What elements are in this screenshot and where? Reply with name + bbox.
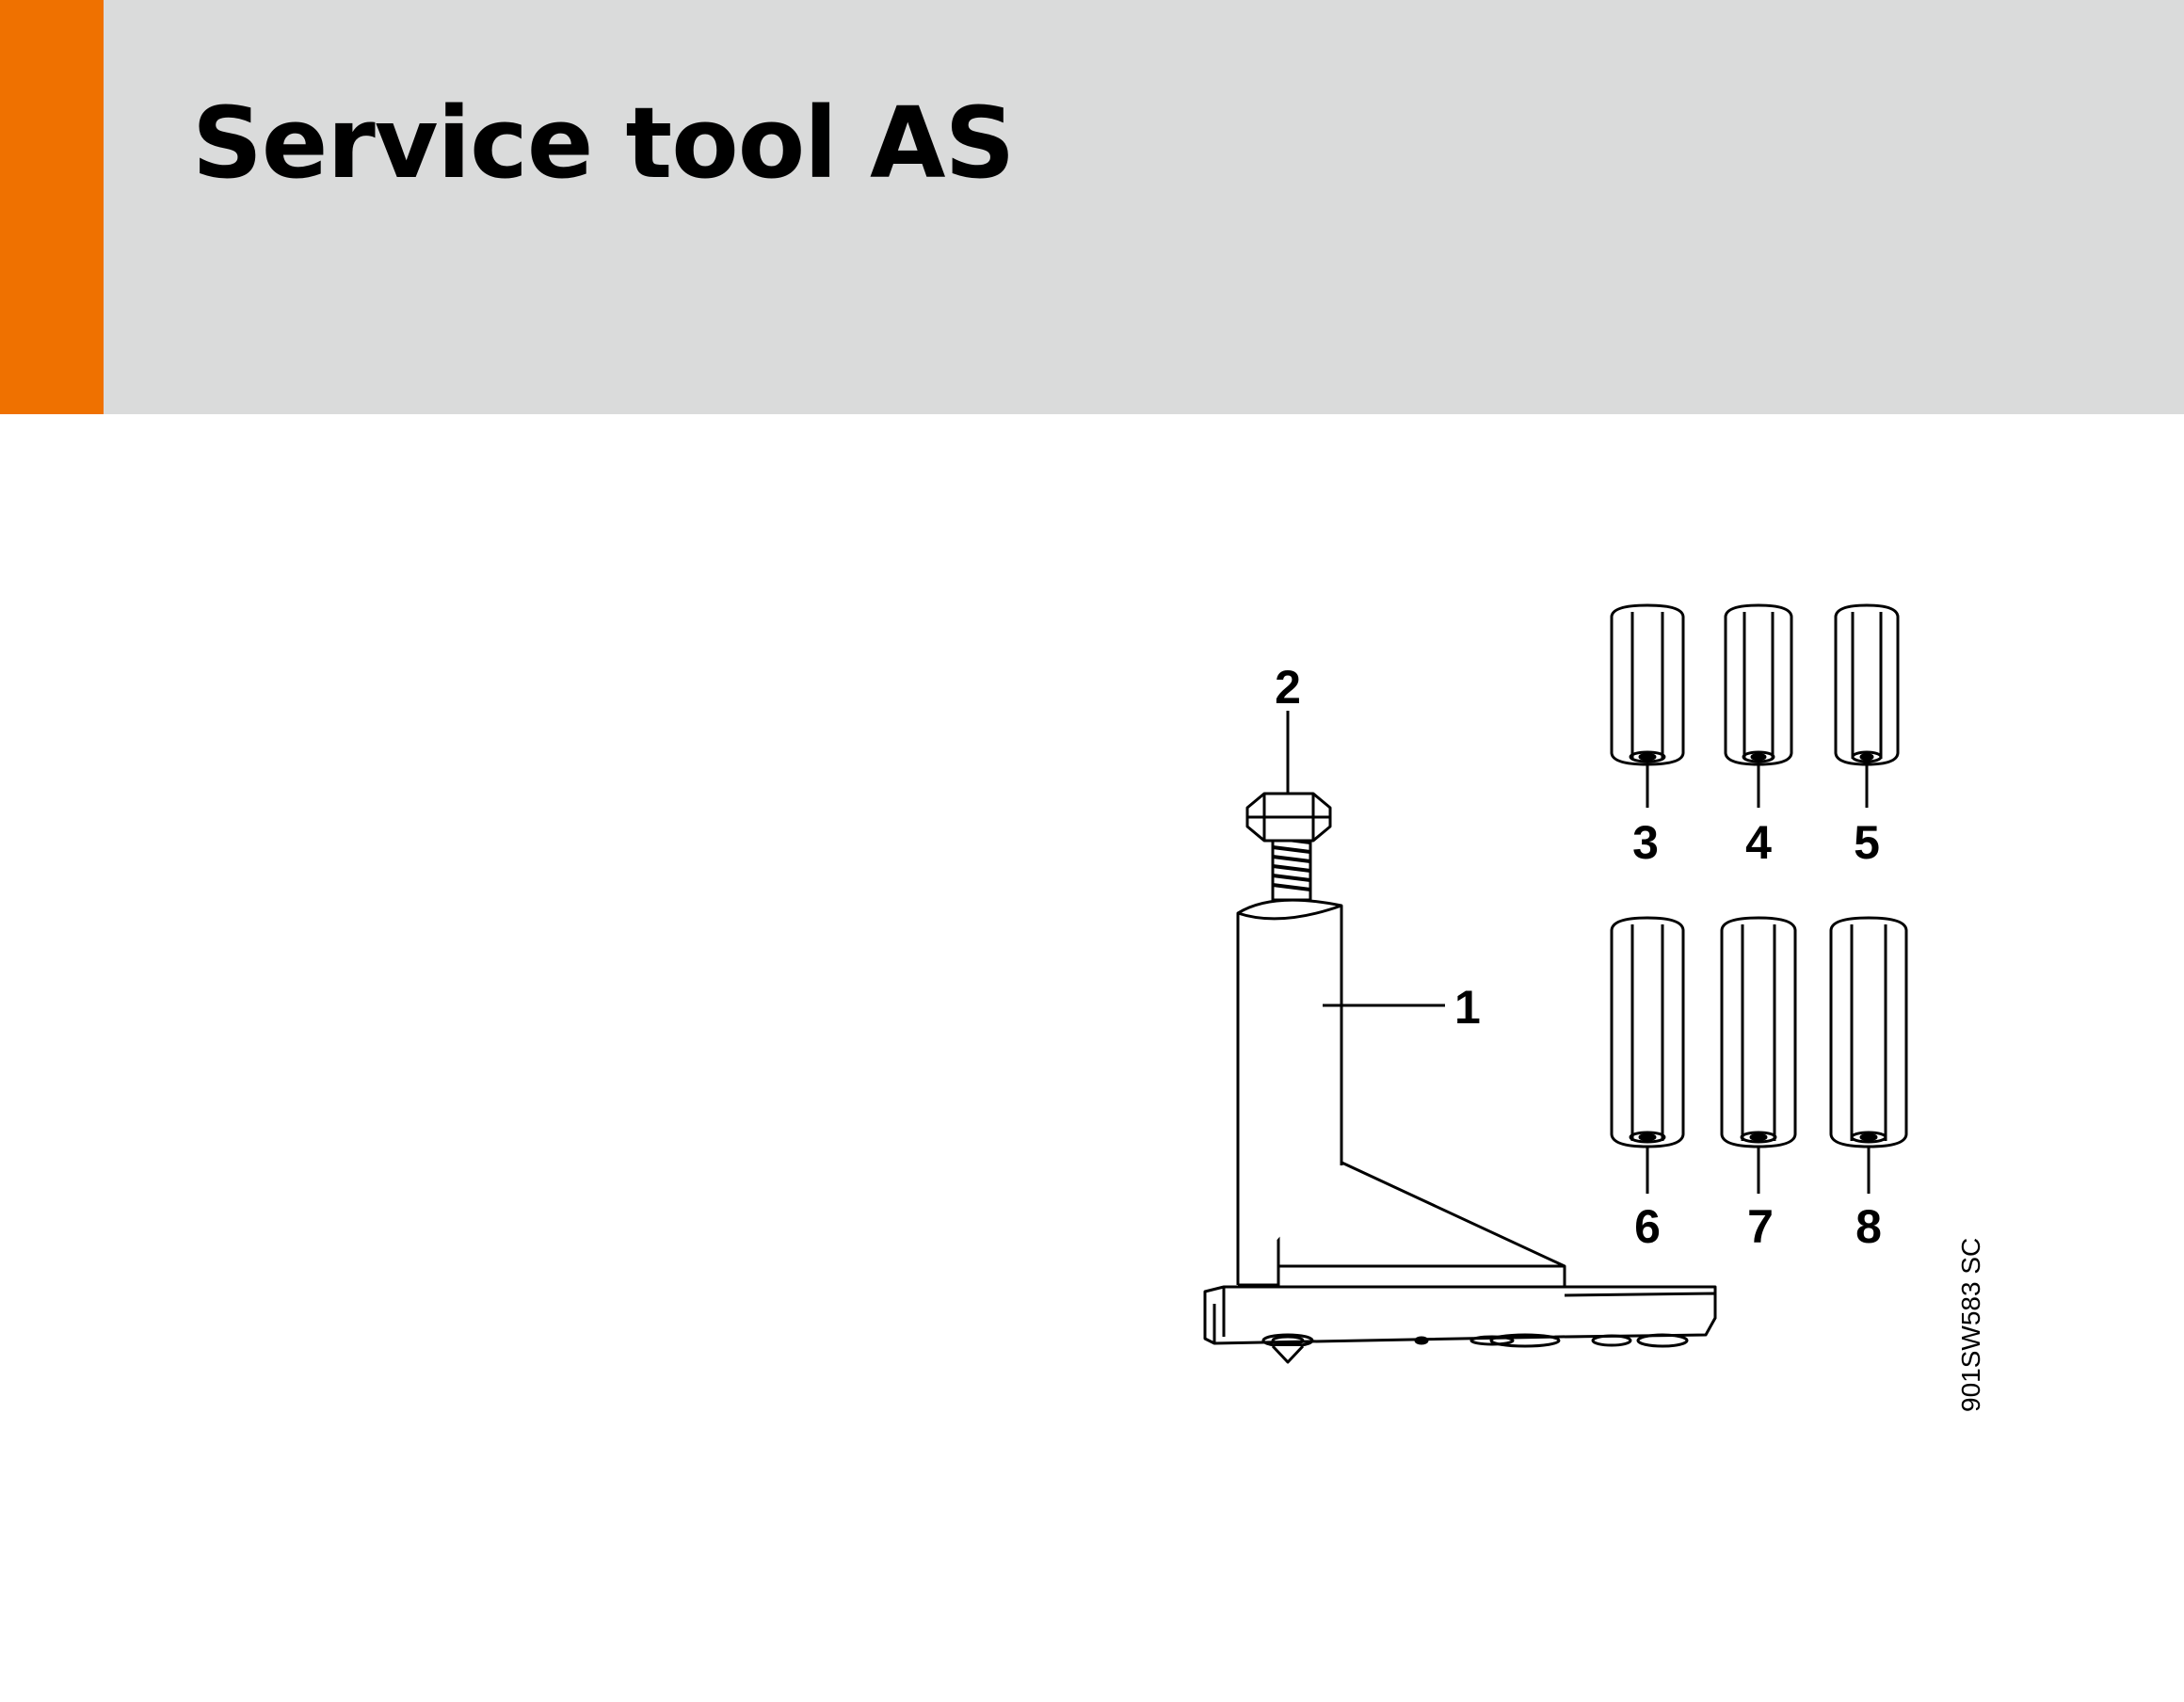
callout-5: 5 bbox=[1854, 816, 1880, 869]
callout-2: 2 bbox=[1275, 661, 1301, 714]
callout-6: 6 bbox=[1634, 1200, 1661, 1253]
page-title: Service tool AS bbox=[192, 86, 1015, 201]
callout-1: 1 bbox=[1454, 981, 1481, 1034]
sleeve-4 bbox=[1724, 603, 1793, 808]
accent-bar bbox=[0, 0, 104, 414]
callout-8: 8 bbox=[1855, 1200, 1882, 1253]
sleeve-8 bbox=[1829, 916, 1908, 1194]
callout-3: 3 bbox=[1632, 816, 1659, 869]
tool-body bbox=[1203, 792, 1717, 1364]
figure-code: 901SW583 SC bbox=[1956, 1238, 1985, 1412]
sleeve-6 bbox=[1610, 916, 1685, 1194]
sleeve-7 bbox=[1720, 916, 1797, 1194]
page-header: Service tool AS bbox=[0, 0, 2184, 414]
service-tool-illustration: 1 2 3 4 5 6 7 8 901SW583 SC bbox=[1203, 603, 1985, 1412]
callout-7: 7 bbox=[1747, 1200, 1774, 1253]
sleeve-5 bbox=[1834, 603, 1900, 808]
sleeve-3 bbox=[1610, 603, 1685, 808]
callout-4: 4 bbox=[1745, 816, 1772, 869]
